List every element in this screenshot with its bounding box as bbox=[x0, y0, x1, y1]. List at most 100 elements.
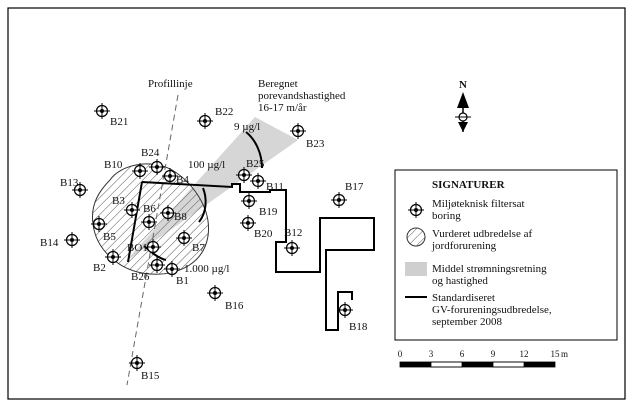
building-edge-west bbox=[127, 181, 143, 263]
borehole-b25: B25 bbox=[235, 158, 265, 184]
borehole-label: B2 bbox=[93, 262, 106, 274]
scale-bar-seg-3 bbox=[462, 362, 493, 367]
borehole-b2: B2 bbox=[93, 248, 122, 274]
scale-tick-9: 9 bbox=[491, 349, 496, 359]
legend-item-2-line-2: jordforurening bbox=[431, 240, 497, 252]
borehole-b4: B4 bbox=[161, 167, 189, 186]
scale-unit: m bbox=[561, 349, 568, 359]
legend-gray-symbol bbox=[405, 262, 427, 276]
borehole-symbol bbox=[240, 192, 258, 210]
borehole-label: B26 bbox=[131, 271, 150, 283]
borehole-b21: B21 bbox=[93, 102, 128, 128]
borehole-b6: B6 bbox=[140, 203, 158, 231]
borehole-symbol bbox=[330, 191, 348, 209]
borehole-b19: B19 bbox=[240, 192, 278, 218]
profile-line bbox=[126, 94, 179, 386]
contour-9-label: 9 µg/l bbox=[234, 121, 260, 133]
scale-tick-0: 0 bbox=[398, 349, 403, 359]
velocity-label-line-2: porevandshastighed bbox=[258, 90, 346, 102]
borehole-label: B8 bbox=[174, 211, 187, 223]
borehole-b7: B7 bbox=[175, 229, 205, 254]
borehole-symbol bbox=[336, 301, 354, 319]
borehole-b17: B17 bbox=[330, 181, 364, 209]
scale-bar: 0 3 6 9 12 15 m bbox=[398, 349, 568, 368]
borehole-label: B11 bbox=[266, 181, 284, 193]
north-arrow-label: N bbox=[459, 79, 467, 91]
borehole-label: B18 bbox=[349, 321, 368, 333]
borehole-label: B7 bbox=[192, 242, 205, 254]
contour-100-label: 100 µg/l bbox=[188, 159, 225, 171]
borehole-b12: B12 bbox=[283, 227, 302, 257]
borehole-label: B12 bbox=[284, 227, 302, 239]
borehole-label: B13 bbox=[60, 177, 79, 189]
legend-item-1-line-1: Miljøteknisk filtersat bbox=[432, 198, 525, 210]
borehole-b23: B23 bbox=[289, 122, 325, 150]
contour-1000-label: 1.000 µg/l bbox=[184, 263, 229, 275]
profile-line-label: Profillinje bbox=[148, 78, 193, 90]
borehole-label: B25 bbox=[246, 158, 265, 170]
contour-9-line bbox=[245, 131, 263, 169]
legend-item-4-line-2: GV-forureningsudbredelse, bbox=[432, 304, 552, 316]
borehole-b13: B13 bbox=[60, 177, 89, 199]
borehole-label: B24 bbox=[141, 147, 160, 159]
borehole-b1: B1 bbox=[163, 260, 189, 287]
borehole-symbol bbox=[128, 354, 146, 372]
velocity-label-line-1: Beregnet bbox=[258, 78, 298, 90]
borehole-bo1: BO1 bbox=[127, 238, 162, 256]
borehole-label: B23 bbox=[306, 138, 325, 150]
borehole-b15: B15 bbox=[128, 354, 160, 382]
borehole-b20: B20 bbox=[239, 214, 273, 240]
legend-item-4-line-3: september 2008 bbox=[432, 316, 502, 328]
borehole-b5: B5 bbox=[90, 215, 116, 243]
borehole-label: B4 bbox=[176, 174, 189, 186]
borehole-symbol bbox=[93, 102, 111, 120]
borehole-symbol bbox=[63, 231, 81, 249]
scale-tick-3: 3 bbox=[429, 349, 434, 359]
borehole-b16: B16 bbox=[206, 284, 244, 312]
borehole-label: BO1 bbox=[127, 242, 148, 254]
scale-bar-seg-2 bbox=[430, 361, 463, 368]
legend: SIGNATURER Miljøteknisk filtersat boring… bbox=[394, 169, 618, 341]
borehole-label: B22 bbox=[215, 106, 233, 118]
borehole-symbol bbox=[206, 284, 224, 302]
borehole-b3: B3 bbox=[112, 195, 141, 219]
borehole-label: B6 bbox=[143, 203, 156, 215]
borehole-label: B19 bbox=[259, 206, 278, 218]
map-frame bbox=[7, 7, 626, 400]
legend-hatched-symbol bbox=[406, 227, 426, 247]
borehole-label: B20 bbox=[254, 228, 273, 240]
borehole-label: B17 bbox=[345, 181, 364, 193]
borehole-b22: B22 bbox=[196, 106, 233, 130]
borehole-symbol bbox=[289, 122, 307, 140]
scale-bar-seg-1 bbox=[400, 362, 431, 367]
north-arrow-head bbox=[457, 92, 469, 108]
borehole-label: B16 bbox=[225, 300, 244, 312]
north-arrow-tail bbox=[458, 122, 468, 132]
borehole-b11: B11 bbox=[249, 172, 284, 193]
borehole-b26: B26 bbox=[131, 256, 166, 283]
borehole-b8: B8 bbox=[159, 204, 187, 223]
contour-1000-line bbox=[143, 245, 167, 261]
borehole-label: B15 bbox=[141, 370, 160, 382]
gv-contamination-boundary bbox=[141, 181, 375, 331]
legend-title: SIGNATURER bbox=[432, 179, 506, 191]
velocity-label-line-3: 16-17 m/år bbox=[258, 102, 307, 114]
borehole-label: B21 bbox=[110, 116, 128, 128]
scale-bar-seg-4 bbox=[492, 361, 525, 368]
scale-tick-6: 6 bbox=[460, 349, 465, 359]
borehole-label: B1 bbox=[176, 275, 189, 287]
borehole-b14: B14 bbox=[40, 231, 81, 249]
legend-item-4-line-1: Standardiseret bbox=[432, 292, 495, 304]
borehole-label: B10 bbox=[104, 159, 123, 171]
legend-item-2-line-1: Vurderet udbredelse af bbox=[432, 228, 532, 240]
legend-item-3-line-1: Middel strømningsretning bbox=[432, 263, 547, 275]
scale-tick-15: 15 bbox=[551, 349, 561, 359]
legend-item-3-line-2: og hastighed bbox=[432, 275, 488, 287]
borehole-symbol bbox=[249, 172, 267, 190]
scale-bar-seg-5 bbox=[524, 362, 555, 367]
borehole-b10: B10 bbox=[104, 159, 149, 180]
contour-100-line bbox=[198, 187, 207, 223]
borehole-label: B5 bbox=[103, 231, 116, 243]
